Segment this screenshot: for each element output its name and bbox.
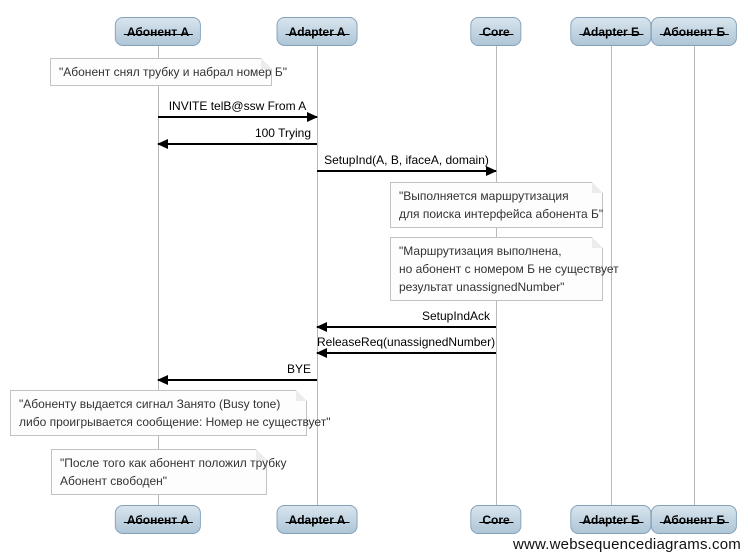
note-hung-up: "После того как абонент положил трубку А… [51, 449, 287, 495]
actor-top-core: Core [470, 17, 522, 46]
actor-top-abonent-a: Абонент А [114, 17, 202, 46]
message-releasereq: ReleaseReq(unassignedNumber) [316, 334, 496, 358]
actor-label: Adapter Б [579, 512, 644, 527]
watermark-link[interactable]: www.websequencediagrams.com [512, 536, 741, 553]
arrow-left-icon [316, 322, 496, 332]
actor-label: Абонент Б [659, 24, 730, 39]
arrow-left-icon [316, 348, 496, 358]
note-routing: "Выполняется маршрутизация для поиска ин… [390, 182, 603, 228]
actor-label: Adapter Б [579, 24, 644, 39]
note-unassigned-number: "Маршрутизация выполнена, но абонент с н… [390, 237, 619, 301]
actor-bottom-adapter-a: Adapter A [276, 505, 358, 534]
arrow-left-icon [157, 139, 317, 149]
arrow-right-icon [158, 112, 318, 122]
note-line: "Выполняется маршрутизация [399, 189, 569, 203]
message-label: BYE [286, 362, 311, 376]
actor-top-adapter-b: Adapter Б [570, 17, 652, 46]
message-label: INVITE telB@ssw From A [168, 99, 307, 113]
lifeline-adapter-b [611, 46, 612, 505]
actor-label: Абонент А [123, 24, 194, 39]
actor-label: Adapter A [285, 512, 350, 527]
actor-bottom-adapter-b: Adapter Б [570, 505, 652, 534]
note-line: "Абоненту выдается сигнал Занято (Busy t… [19, 397, 281, 411]
actor-label: Абонент Б [659, 512, 730, 527]
note-line: результат unassignedNumber" [399, 280, 565, 294]
message-label: ReleaseReq(unassignedNumber) [317, 335, 496, 349]
message-label: SetupIndAck [421, 309, 490, 323]
actor-bottom-core: Core [470, 505, 522, 534]
arrow-left-icon [157, 375, 317, 385]
note-busy-tone: "Абоненту выдается сигнал Занято (Busy t… [10, 390, 331, 436]
note-line: "Абонент снял трубку и набрал номер Б" [59, 65, 288, 79]
actor-label: Core [479, 24, 515, 39]
message-setupind: SetupInd(A, B, ifaceA, domain) [317, 152, 497, 176]
message-100-trying: 100 Trying [157, 125, 317, 149]
note-line: Абонент свободен" [60, 474, 168, 488]
message-invite: INVITE telB@ssw From A [158, 98, 318, 122]
actor-label: Абонент А [123, 512, 194, 527]
actor-top-abonent-b: Абонент Б [650, 17, 738, 46]
lifeline-abonent-b [694, 46, 695, 505]
actor-top-adapter-a: Adapter A [276, 17, 358, 46]
lifeline-abonent-a [158, 46, 159, 505]
note-dialed-number: "Абонент снял трубку и набрал номер Б" [50, 58, 288, 86]
message-setupindack: SetupIndAck [316, 308, 496, 332]
message-bye: BYE [157, 361, 317, 385]
actor-label: Core [479, 512, 515, 527]
note-line: для поиска интерфейса абонента Б" [399, 207, 604, 221]
message-label: SetupInd(A, B, ifaceA, domain) [324, 153, 489, 167]
note-line: либо проигрывается сообщение: Номер не с… [19, 415, 331, 429]
note-line: "Маршрутизация выполнена, [399, 244, 562, 258]
arrow-right-icon [317, 166, 497, 176]
actor-bottom-abonent-a: Абонент А [114, 505, 202, 534]
message-label: 100 Trying [254, 126, 311, 140]
note-line: но абонент с номером Б не существует [399, 262, 619, 276]
actor-label: Adapter A [285, 24, 350, 39]
actor-bottom-abonent-b: Абонент Б [650, 505, 738, 534]
lifeline-adapter-a [317, 46, 318, 505]
note-line: "После того как абонент положил трубку [60, 456, 287, 470]
